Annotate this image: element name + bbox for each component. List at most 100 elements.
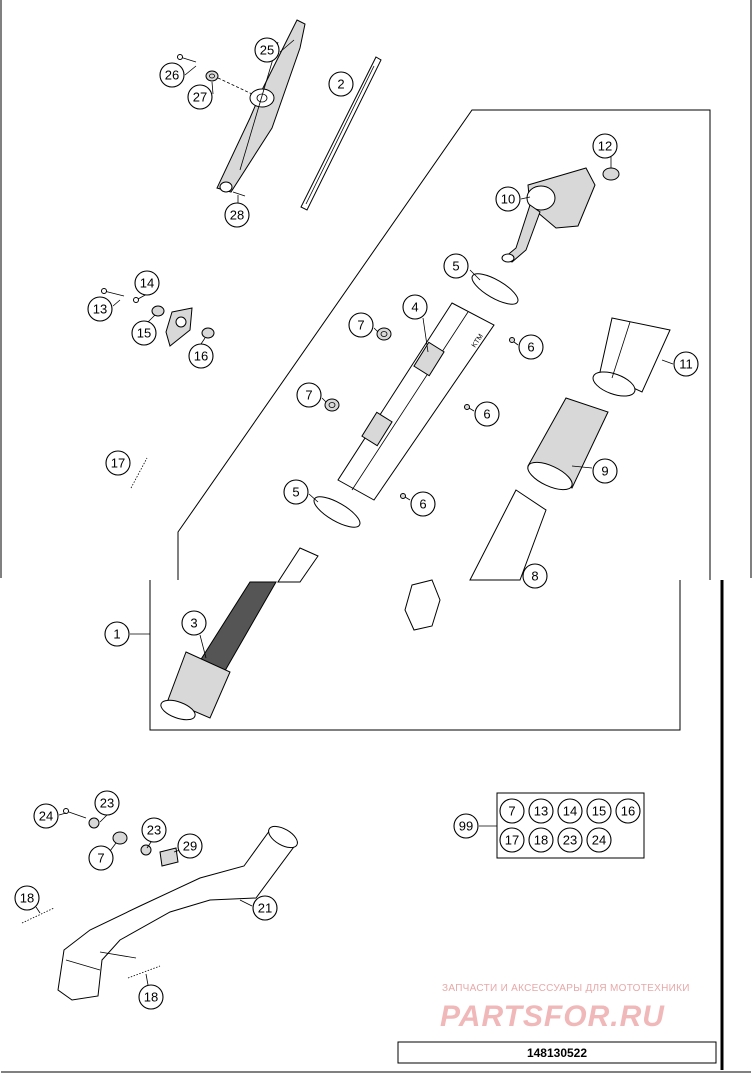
callout-14-8: 14	[134, 270, 160, 296]
watermark-logo: PARTSFOR.RU	[440, 1000, 665, 1033]
callout-5-7: 5	[443, 253, 469, 279]
part-9-perforated-insert	[527, 397, 609, 491]
svg-text:3: 3	[190, 616, 197, 631]
svg-text:99: 99	[459, 819, 473, 834]
part-15-nut	[151, 305, 165, 317]
part-7-grommet-lower	[112, 831, 128, 845]
part-27-washer	[205, 70, 219, 82]
part-6-rivet-1	[509, 337, 515, 343]
part-4-silencer-body: KTM	[337, 302, 495, 501]
callout-29-28: 29	[177, 833, 203, 859]
part-5-gasket-lower	[313, 496, 361, 528]
callout-13-9: 13	[87, 296, 113, 322]
svg-text:8: 8	[531, 569, 538, 584]
silencer-group-frame	[177, 109, 711, 580]
svg-text:16: 16	[621, 804, 635, 819]
callout-15-10: 15	[131, 320, 157, 346]
svg-text:1: 1	[113, 627, 120, 642]
svg-text:17: 17	[505, 833, 519, 848]
callout-6-14: 6	[518, 334, 544, 360]
part-28-screw	[232, 191, 246, 197]
part-26-bolt	[177, 54, 197, 63]
svg-text:27: 27	[193, 90, 207, 105]
callout-26-1: 26	[159, 62, 185, 88]
svg-text:13: 13	[93, 302, 107, 317]
diagram-code-box	[397, 1041, 717, 1064]
watermark-tagline: ЗАПЧАСТИ И АКСЕССУАРЫ ДЛЯ МОТОТЕХНИКИ	[442, 983, 690, 994]
svg-text:24: 24	[39, 809, 53, 824]
part-16-bracket	[165, 307, 215, 347]
part-24-bolt	[63, 808, 87, 819]
callout-21-30: 21	[252, 895, 278, 921]
part-8-outer-sleeve	[404, 489, 547, 631]
callout-6-17: 6	[474, 401, 500, 427]
kit-item-23: 23	[557, 827, 583, 853]
part-7-grommet-upper	[376, 327, 392, 341]
svg-text:6: 6	[483, 407, 490, 422]
callout-23-25: 23	[94, 790, 120, 816]
svg-text:5: 5	[452, 259, 459, 274]
callout-labels: 2526272281210514131516476117617956813232…	[14, 37, 699, 1010]
svg-text:9: 9	[601, 464, 608, 479]
svg-text:18: 18	[144, 990, 158, 1005]
svg-text:7: 7	[97, 851, 104, 866]
part-23-washer-lower	[140, 844, 152, 856]
svg-text:26: 26	[165, 68, 179, 83]
svg-text:23: 23	[100, 796, 114, 811]
callout-7-29: 7	[88, 845, 114, 871]
callout-11-15: 11	[673, 351, 699, 377]
kit-item-13: 13	[528, 798, 554, 824]
callout-23-27: 23	[141, 817, 167, 843]
svg-text:14: 14	[140, 276, 154, 291]
kit-item-17: 17	[499, 827, 525, 853]
callout-18-32: 18	[138, 984, 164, 1010]
kit-item-7: 7	[499, 798, 525, 824]
svg-text:15: 15	[137, 326, 151, 341]
part-13-bolt	[101, 288, 125, 297]
callout-3-24: 3	[181, 610, 207, 636]
svg-text:6: 6	[527, 340, 534, 355]
leader-lines	[35, 39, 674, 986]
part-5-gasket-upper	[471, 273, 519, 305]
svg-text:10: 10	[501, 192, 515, 207]
part-18-spring-right	[127, 965, 161, 979]
svg-text:7: 7	[508, 804, 515, 819]
part-3-link-pipe	[160, 547, 319, 721]
svg-text:5: 5	[292, 485, 299, 500]
kit-item-24: 24	[586, 827, 612, 853]
callout-27-2: 27	[187, 84, 213, 110]
callout-8-22: 8	[522, 563, 548, 589]
callout-4-12: 4	[402, 294, 428, 320]
svg-text:14: 14	[563, 804, 577, 819]
callout-9-19: 9	[592, 458, 618, 484]
part-12-plug	[602, 167, 620, 181]
callout-1-23: 1	[104, 621, 130, 647]
svg-text:12: 12	[598, 139, 612, 154]
callout-10-6: 10	[495, 186, 521, 212]
svg-text:29: 29	[183, 839, 197, 854]
part-25-bracket	[216, 19, 306, 193]
part-29-clip	[159, 847, 179, 867]
kit-item-16: 16	[615, 798, 641, 824]
svg-text:15: 15	[592, 804, 606, 819]
svg-text:11: 11	[679, 357, 693, 372]
svg-text:25: 25	[260, 43, 274, 58]
callout-7-16: 7	[296, 382, 322, 408]
svg-text:28: 28	[230, 208, 244, 223]
part-10-end-cap	[501, 167, 596, 263]
svg-text:23: 23	[147, 823, 161, 838]
svg-text:17: 17	[111, 456, 125, 471]
svg-text:6: 6	[419, 497, 426, 512]
svg-text:4: 4	[411, 300, 418, 315]
svg-text:18: 18	[20, 891, 34, 906]
kit-item-14: 14	[557, 798, 583, 824]
kit-item-15: 15	[586, 798, 612, 824]
part-6-rivet-3	[400, 493, 406, 499]
part-14-washer	[133, 297, 139, 303]
svg-text:21: 21	[258, 901, 272, 916]
diagram-code: 148130522	[527, 1046, 587, 1060]
callout-24-26: 24	[33, 803, 59, 829]
part-17-spring	[130, 457, 148, 489]
